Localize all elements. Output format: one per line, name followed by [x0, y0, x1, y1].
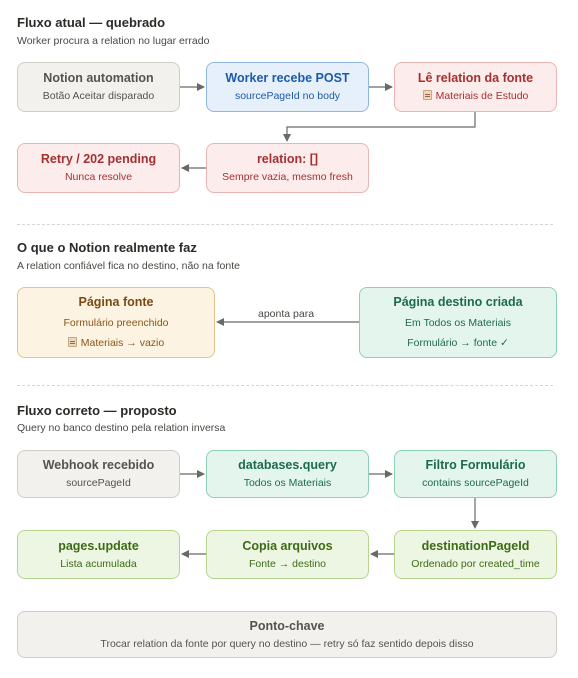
arrow-le-to-relation	[283, 112, 476, 142]
node-subtitle: Fonte → destino	[248, 557, 327, 570]
section-title-proposed-flow: Fluxo correto — proposto	[17, 403, 177, 418]
section-divider	[17, 224, 553, 225]
section-subtitle-current-flow: Worker procura a relation no lugar errad…	[17, 35, 210, 47]
node-title: Filtro Formulário	[425, 458, 526, 473]
section-divider	[17, 385, 553, 386]
keypoint-box: Ponto-chave Trocar relation da fonte por…	[17, 611, 557, 658]
node-filtro-formulario: Filtro Formulário contains sourcePageId	[394, 450, 557, 498]
node-detail: Materiais → vazio	[80, 337, 165, 349]
section-subtitle-notion-behavior: A relation confiável fica no destino, nã…	[17, 260, 240, 272]
node-pages-update: pages.update Lista acumulada	[17, 530, 180, 579]
edge-label-aponta-para: aponta para	[258, 308, 315, 320]
document-icon	[422, 90, 432, 101]
node-subtitle: Todos os Materiais	[243, 477, 332, 490]
node-subtitle: Materiais de Estudo	[435, 90, 529, 103]
node-title: Página destino criada	[393, 295, 523, 310]
node-subtitle: Em Todos os Materiais	[404, 317, 511, 330]
node-title: databases.query	[238, 458, 337, 473]
node-title: destinationPageId	[421, 538, 530, 553]
node-copia-arquivos: Copia arquivos Fonte → destino	[206, 530, 369, 579]
keypoint-text: Trocar relation da fonte por query no de…	[100, 637, 474, 650]
node-subtitle: sourcePageId no body	[234, 90, 341, 103]
node-subtitle: Ordenado por created_time	[411, 557, 540, 570]
node-subtitle: Nunca resolve	[64, 171, 133, 184]
node-pagina-destino: Página destino criada Em Todos os Materi…	[359, 287, 557, 358]
node-relation-empty: relation: [] Sempre vazia, mesmo fresh	[206, 143, 369, 193]
node-pagina-fonte: Página fonte Formulário preenchido Mater…	[17, 287, 215, 358]
node-title: Retry / 202 pending	[40, 152, 157, 167]
node-title: Página fonte	[78, 295, 154, 310]
keypoint-title: Ponto-chave	[249, 618, 325, 633]
node-webhook-recebido: Webhook recebido sourcePageId	[17, 450, 180, 498]
node-destination-page-id: destinationPageId Ordenado por created_t…	[394, 530, 557, 579]
section-subtitle-proposed-flow: Query no banco destino pela relation inv…	[17, 422, 226, 434]
node-subtitle: contains sourcePageId	[422, 477, 529, 490]
node-title: Webhook recebido	[42, 458, 155, 473]
section-title-notion-behavior: O que o Notion realmente faz	[17, 240, 197, 255]
node-title: relation: []	[256, 152, 319, 167]
node-worker-recebe-post: Worker recebe POST sourcePageId no body	[206, 62, 369, 112]
node-subtitle: Sempre vazia, mesmo fresh	[222, 171, 353, 184]
node-le-relation-fonte: Lê relation da fonte Materiais de Estudo	[394, 62, 557, 112]
node-title: Worker recebe POST	[225, 71, 350, 86]
document-icon	[67, 337, 77, 347]
node-databases-query: databases.query Todos os Materiais	[206, 450, 369, 498]
node-subtitle: Botão Aceitar disparado	[42, 90, 155, 103]
node-title: Lê relation da fonte	[417, 71, 534, 86]
section-title-current-flow: Fluxo atual — quebrado	[17, 15, 166, 30]
node-title: Copia arquivos	[242, 538, 333, 553]
node-subtitle: sourcePageId	[66, 477, 131, 490]
node-notion-automation: Notion automation Botão Aceitar disparad…	[17, 62, 180, 112]
node-subtitle: Formulário preenchido	[63, 317, 169, 330]
node-title: Notion automation	[43, 71, 154, 86]
node-title: pages.update	[58, 538, 139, 553]
node-retry-pending: Retry / 202 pending Nunca resolve	[17, 143, 180, 193]
node-detail: Formulário → fonte ✓	[407, 337, 509, 349]
node-subtitle: Lista acumulada	[60, 557, 137, 570]
